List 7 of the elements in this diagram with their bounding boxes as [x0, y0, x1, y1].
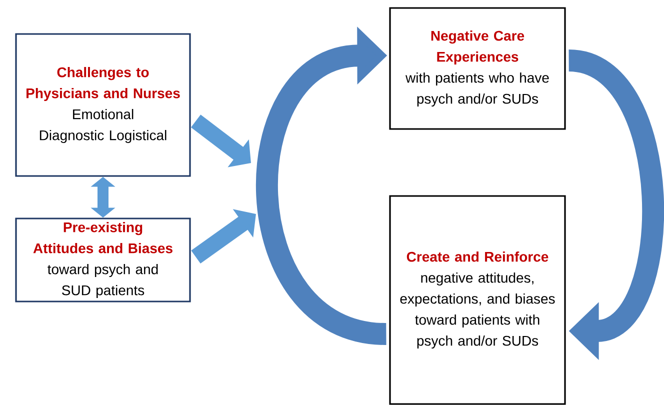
block-arrow — [191, 209, 256, 264]
text-box: Negative Care Experiences with patients who have psych and/or SUDs — [389, 7, 566, 130]
curved-arrow — [256, 26, 388, 345]
text-box: Challenges to Physicians and Nurses Emotional Diagnostic Logistical — [15, 33, 191, 177]
text-box: Create and Reinforce negative attitudes, expectations, and biases toward patients with psych and/or SUDs — [389, 195, 566, 405]
curved-arrow — [566, 50, 664, 360]
text-box: Pre-existing Attitudes and Biases toward psych and SUD patients — [15, 218, 191, 302]
